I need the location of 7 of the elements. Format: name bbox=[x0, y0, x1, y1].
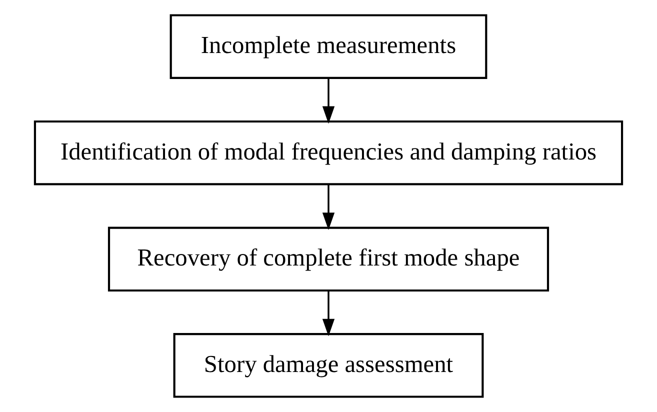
arrow bbox=[322, 78, 335, 124]
arrow bbox=[322, 290, 335, 336]
node-box: Incomplete measurements bbox=[170, 14, 488, 79]
node-box: Story damage assessment bbox=[173, 333, 484, 398]
arrow bbox=[322, 184, 335, 230]
node-box: Recovery of complete first mode shape bbox=[108, 226, 550, 292]
node-box: Identification of modal frequencies and damping ratios bbox=[34, 120, 624, 186]
